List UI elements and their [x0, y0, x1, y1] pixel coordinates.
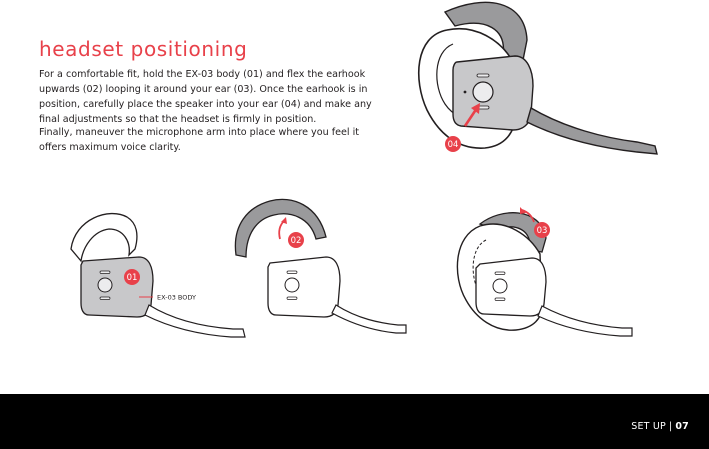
instructions-paragraph-1: For a comfortable fit, hold the EX-03 bo…: [39, 69, 372, 125]
step-04-badge: [445, 136, 461, 152]
footer-separator: |: [668, 421, 673, 432]
step-01-badge: [124, 269, 140, 285]
step-03-label: 03: [537, 226, 548, 236]
page-footer-bar: [0, 394, 709, 449]
hold-body-illustration: 01 EX-03 BODY: [70, 212, 246, 338]
footer-page-indicator: SET UP|07: [631, 421, 689, 432]
body-callout-label: EX-03 BODY: [157, 294, 196, 302]
step-02-badge: [288, 232, 304, 248]
step-03-badge: [534, 222, 550, 238]
step-02-label: 02: [291, 236, 302, 246]
section-heading: headset positioning: [39, 37, 248, 61]
flex-earhook-illustration: 02: [234, 198, 407, 334]
footer-section-label: SET UP: [631, 421, 666, 432]
headset-in-ear-illustration: 04: [417, 1, 658, 155]
instructions-paragraph-2: Finally, maneuver the microphone arm int…: [39, 127, 360, 153]
step-01-label: 01: [127, 273, 138, 283]
loop-around-ear-illustration: 03: [456, 207, 633, 337]
step-04-label: 04: [448, 140, 459, 150]
footer-page-number: 07: [675, 421, 689, 432]
